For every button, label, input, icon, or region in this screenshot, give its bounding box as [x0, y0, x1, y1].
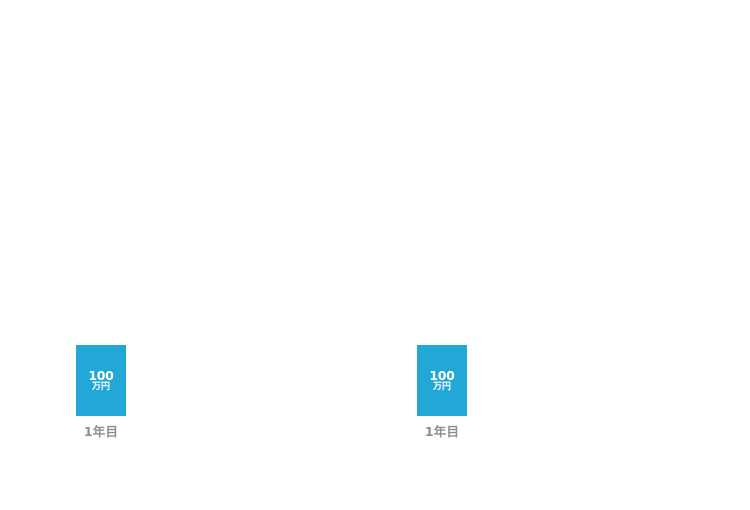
bar-chart-right: 100 万円 1年目 — [341, 0, 716, 510]
bar-value-label: 100 — [429, 368, 455, 383]
bar-year-1: 100 万円 — [417, 345, 467, 416]
x-tick-label: 1年目 — [83, 424, 119, 439]
bar-unit-label: 万円 — [91, 382, 110, 392]
bar-unit-label: 万円 — [432, 382, 451, 392]
bar-value-label: 100 — [88, 368, 114, 383]
bar-year-1: 100 万円 — [76, 345, 126, 416]
x-tick-label: 1年目 — [424, 424, 460, 439]
bar-chart-left: 100 万円 1年目 — [76, 345, 126, 439]
